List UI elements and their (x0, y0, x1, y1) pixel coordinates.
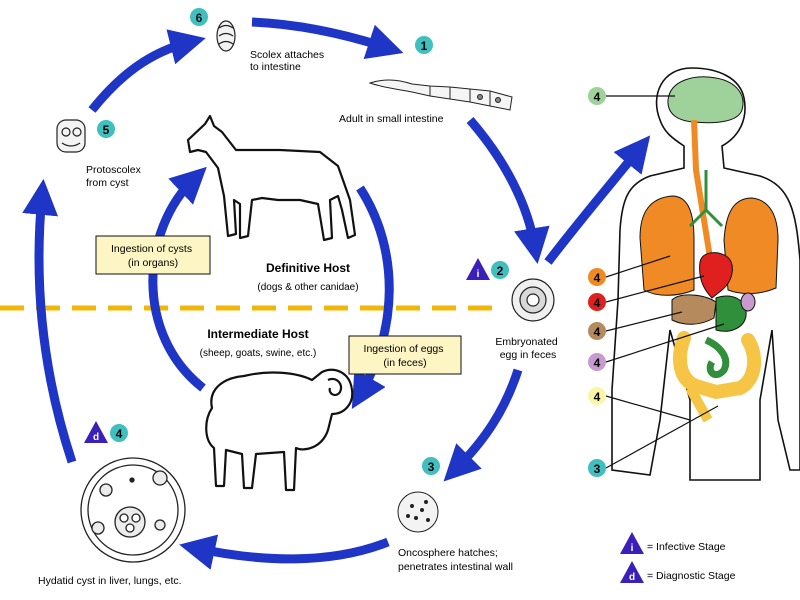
ingestion-of-eggs-box: Ingestion of eggs (in feces) (348, 335, 462, 375)
spleen-label: 4 (594, 356, 601, 370)
liver-label: 4 (594, 325, 601, 339)
stage-6-badge (190, 8, 208, 26)
dog-image (186, 114, 357, 242)
stage-5-label: Protoscolex from cyst (86, 164, 144, 189)
arrow-3-to-4 (179, 534, 390, 570)
ingestion-of-cysts-box: Ingestion of cysts (in organs) (95, 235, 211, 275)
svg-text:Ingestion of cysts (in o: Ingestion of cysts (in organs) (111, 243, 195, 269)
legend-diagnostic-symbol: d (629, 572, 635, 583)
stage-3-badge (422, 457, 440, 475)
intestine-label-circle (588, 459, 606, 477)
stage-6-number: 6 (196, 11, 203, 25)
arrow-5-to-6 (88, 29, 206, 113)
svg-text:Ingestion of eggs (in fe: Ingestion of eggs (in feces) (364, 343, 447, 369)
stage-2-number: 2 (497, 264, 504, 278)
stage-1-label: Adult in small intestine (339, 113, 444, 125)
stage-1-number: 1 (421, 39, 428, 53)
heart-label: 4 (594, 296, 601, 310)
stomach-organ (715, 295, 747, 332)
stage-4-number: 4 (116, 427, 123, 441)
definitive-host-subtitle: (dogs & other canidae) (257, 282, 358, 293)
legend: i = Infective Stage d = Diagnostic Stage (620, 532, 736, 583)
outer-cycle-arrows (22, 17, 651, 570)
hydatid-cyst-image (80, 457, 186, 563)
stage-4-label: Hydatid cyst in liver, lungs, etc. (38, 575, 182, 587)
lungs-label: 4 (594, 271, 601, 285)
legend-diagnostic-label: = Diagnostic Stage (647, 570, 736, 582)
brain-organ (667, 76, 744, 124)
body-labels (605, 95, 725, 469)
stage-3-label: Oncosphere hatches; penetrates intestina… (398, 547, 513, 573)
arrow-6-to-1 (251, 17, 404, 59)
liver-label-circle (588, 322, 606, 340)
stage-4-badge (110, 424, 128, 442)
stage-5-badge (97, 120, 115, 138)
stage-2-badge (491, 261, 509, 279)
brain-label: 4 (594, 90, 601, 104)
bone-label-circle (588, 387, 606, 405)
brain-label-circle (588, 87, 606, 105)
lungs-label-circle (588, 268, 606, 286)
legend-infective-symbol: i (631, 543, 634, 554)
intermediate-host-subtitle: (sheep, goats, swine, etc.) (200, 348, 317, 359)
diagnostic-triangle-symbol: d (93, 432, 99, 443)
intermediate-host-title: Intermediate Host (207, 327, 308, 341)
definitive-host-title: Definitive Host (266, 261, 350, 275)
heart-label-circle (588, 293, 606, 311)
stage-3-number: 3 (428, 460, 435, 474)
lungs-organ (639, 195, 695, 296)
intestine-label: 3 (594, 462, 601, 476)
intestine-organ (673, 331, 762, 400)
legend-infective-icon (620, 532, 644, 554)
liver-organ (671, 294, 717, 325)
scolex-image (216, 20, 236, 52)
arrow-sheep-to-dog (148, 166, 207, 392)
infective-triangle-symbol: i (477, 269, 480, 280)
arrow-4-to-5 (22, 178, 77, 464)
stage-5-number: 5 (103, 123, 110, 137)
stage-6-label: Scolex attaches to intestine (250, 49, 327, 73)
stage-2-label: Embryonated egg in feces (495, 336, 560, 361)
diagnostic-stage-triangle (84, 421, 108, 443)
legend-infective-label: = Infective Stage (647, 541, 726, 553)
human-body-image (611, 67, 800, 481)
embryonated-egg-image (511, 278, 555, 322)
arrow-2-to-body (544, 135, 651, 265)
sheep-image (205, 368, 354, 492)
protoscolex-image (56, 119, 86, 153)
legend-diagnostic-icon (620, 561, 644, 583)
heart-organ (699, 252, 733, 299)
stage-1-badge (415, 36, 433, 54)
bone-label: 4 (594, 390, 601, 404)
infective-stage-triangle (466, 258, 490, 280)
spleen-label-circle (588, 353, 606, 371)
oncosphere-image (397, 491, 439, 533)
arrow-2-to-3 (443, 368, 523, 482)
adult-worm-image (368, 79, 513, 111)
spleen-organ (740, 292, 756, 312)
arrow-1-to-2 (466, 117, 550, 264)
